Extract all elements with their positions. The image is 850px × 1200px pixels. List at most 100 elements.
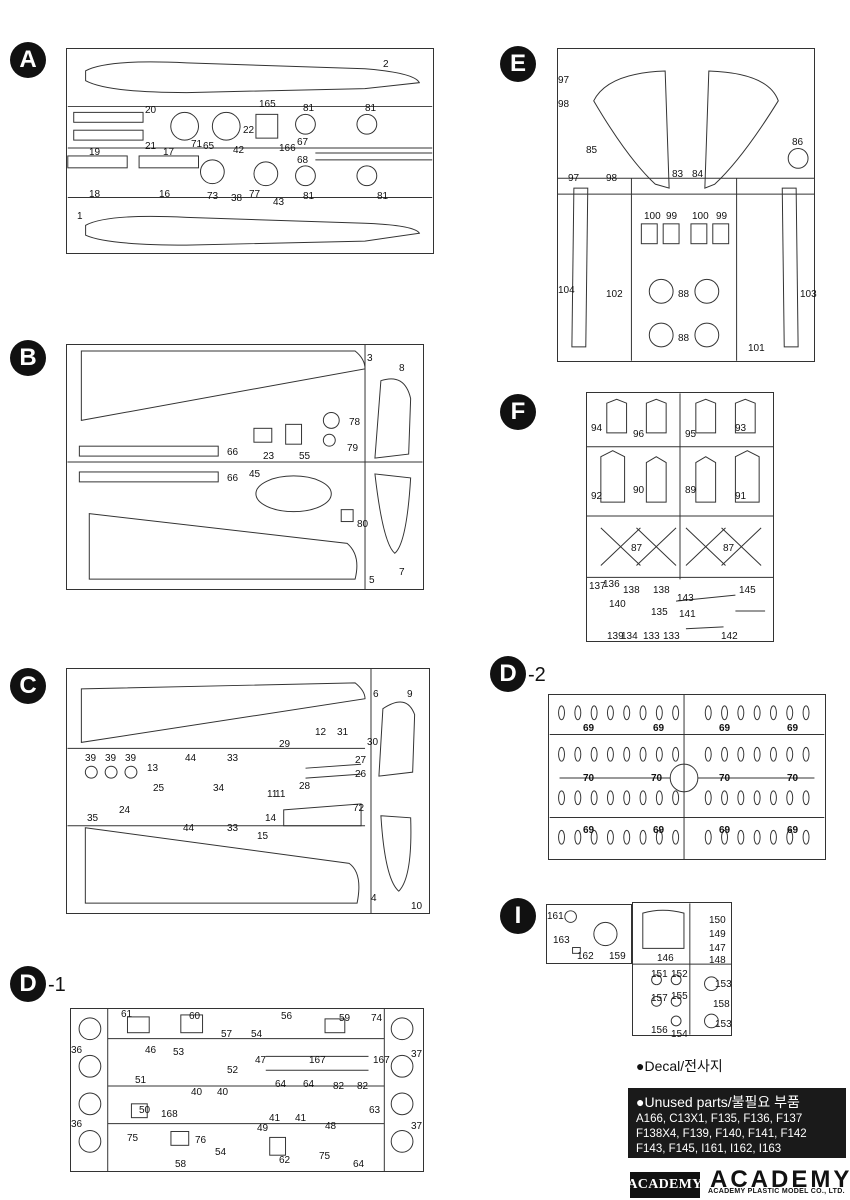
part-53-label: 53 — [173, 1047, 185, 1058]
bomb-part-shape — [753, 790, 761, 806]
sprue-e-frame: 97 98 85 86 97 98 83 84 100 99 100 99 10… — [557, 48, 817, 362]
part-140-label: 140 — [609, 599, 626, 610]
part-74-label: 74 — [371, 1013, 383, 1024]
part-36-label: 36 — [71, 1119, 83, 1130]
sprue-b-drawing — [67, 345, 423, 589]
part-40-label: 40 — [191, 1087, 203, 1098]
bomb-part-shape — [802, 790, 810, 806]
part-81-label: 81 — [303, 103, 315, 114]
part-12-label: 12 — [315, 727, 327, 738]
bomb-part-shape — [704, 705, 712, 721]
part-37-label: 37 — [411, 1049, 423, 1060]
part-23-label: 23 — [263, 451, 275, 462]
part-94-label: 94 — [591, 423, 603, 434]
part-95-label: 95 — [685, 429, 697, 440]
part-10-label: 10 — [411, 901, 423, 912]
sprue-i-badge: I — [500, 898, 536, 934]
sprue-d2-frame: 69 69 69 69 70 70 70 70 69 69 69 69 — [548, 694, 826, 860]
part-148-label: 148 — [709, 955, 726, 966]
part-7-label: 7 — [399, 567, 405, 578]
part-28-label: 28 — [299, 781, 311, 792]
part-102-label: 102 — [606, 289, 623, 300]
part-99-label: 99 — [716, 211, 728, 222]
bomb-part-shape — [606, 705, 614, 721]
part-163-label: 163 — [553, 935, 570, 946]
bomb-part-shape — [574, 829, 582, 845]
part-69-label: 69 — [583, 723, 595, 734]
part-138-label: 138 — [653, 585, 670, 596]
part-77-label: 77 — [249, 189, 261, 200]
bomb-part-shape — [639, 790, 647, 806]
sprue-b-frame: 3 8 66 66 23 55 78 79 45 80 5 7 — [66, 344, 424, 590]
part-21-label: 21 — [145, 141, 157, 152]
part-25-label: 25 — [153, 783, 165, 794]
part-150-label: 150 — [709, 915, 726, 926]
part-38-label: 38 — [231, 193, 243, 204]
part-86-label: 86 — [792, 137, 804, 148]
bomb-part-shape — [590, 746, 598, 762]
part-33-label: 33 — [227, 753, 239, 764]
part-62-label: 62 — [279, 1155, 291, 1166]
part-24-label: 24 — [119, 805, 131, 816]
part-84-label: 84 — [692, 169, 704, 180]
part-11-label: 11 — [267, 789, 278, 800]
bomb-part-shape — [769, 829, 777, 845]
part-159-label: 159 — [609, 951, 626, 962]
bomb-part-shape — [639, 829, 647, 845]
bomb-part-shape — [769, 746, 777, 762]
part-134-label: 134 — [621, 631, 638, 642]
part-158-label: 158 — [713, 999, 730, 1010]
part-33-label: 33 — [227, 823, 239, 834]
part-81-label: 81 — [303, 191, 315, 202]
part-65-label: 65 — [203, 141, 215, 152]
bomb-part-shape — [721, 746, 728, 762]
part-81-label: 81 — [377, 191, 389, 202]
part-5-label: 5 — [369, 575, 375, 586]
sprue-i-left-frame: 161 163 162 159 — [546, 904, 632, 964]
part-166-label: 166 — [279, 143, 296, 154]
sprue-f-drawing — [587, 393, 773, 630]
part-15-label: 15 — [257, 831, 269, 842]
bomb-part-shape — [623, 790, 631, 806]
bomb-part-shape — [558, 790, 565, 806]
bomb-part-shape — [558, 829, 565, 845]
part-93-label: 93 — [735, 423, 747, 434]
part-85-label: 85 — [586, 145, 598, 156]
bomb-part-shape — [655, 746, 663, 762]
part-69-label: 69 — [719, 825, 731, 836]
part-101-label: 101 — [748, 343, 765, 354]
part-88-label: 88 — [678, 333, 690, 344]
part-90-label: 90 — [633, 485, 645, 496]
part-154-label: 154 — [671, 1029, 688, 1040]
bomb-part-shape — [704, 746, 712, 762]
bomb-part-shape — [606, 829, 614, 845]
bomb-part-shape — [721, 790, 728, 806]
part-70-label: 70 — [651, 773, 663, 784]
sprue-c-badge: C — [10, 668, 46, 704]
part-48-label: 48 — [325, 1121, 337, 1132]
part-16-label: 16 — [159, 189, 171, 200]
bomb-part-shape — [672, 705, 680, 721]
part-133-label: 133 — [663, 631, 680, 642]
part-71-label: 71 — [191, 139, 203, 150]
sprue-a-drawing — [67, 61, 433, 246]
part-13-label: 13 — [147, 763, 159, 774]
sprue-d1-suffix: -1 — [48, 974, 66, 996]
part-98-label: 98 — [606, 173, 618, 184]
bomb-part-shape — [786, 746, 794, 762]
part-66-label: 66 — [227, 473, 239, 484]
bomb-part-shape — [737, 746, 745, 762]
bomb-part-shape — [590, 790, 598, 806]
part-18-label: 18 — [89, 189, 101, 200]
part-66-label: 66 — [227, 447, 239, 458]
part-97-label: 97 — [568, 173, 580, 184]
part-49-label: 49 — [257, 1123, 269, 1134]
part-80-label: 80 — [357, 519, 369, 530]
bomb-part-shape — [655, 829, 663, 845]
part-70-label: 70 — [719, 773, 731, 784]
part-139-label: 139 — [607, 631, 624, 642]
sprue-a-frame: 2 20 21 17 71 65 22 165 81 81 19 18 16 7… — [66, 48, 434, 254]
sprue-d2-suffix: -2 — [528, 664, 546, 686]
part-54-label: 54 — [251, 1029, 263, 1040]
part-167-label: 167 — [373, 1055, 390, 1066]
